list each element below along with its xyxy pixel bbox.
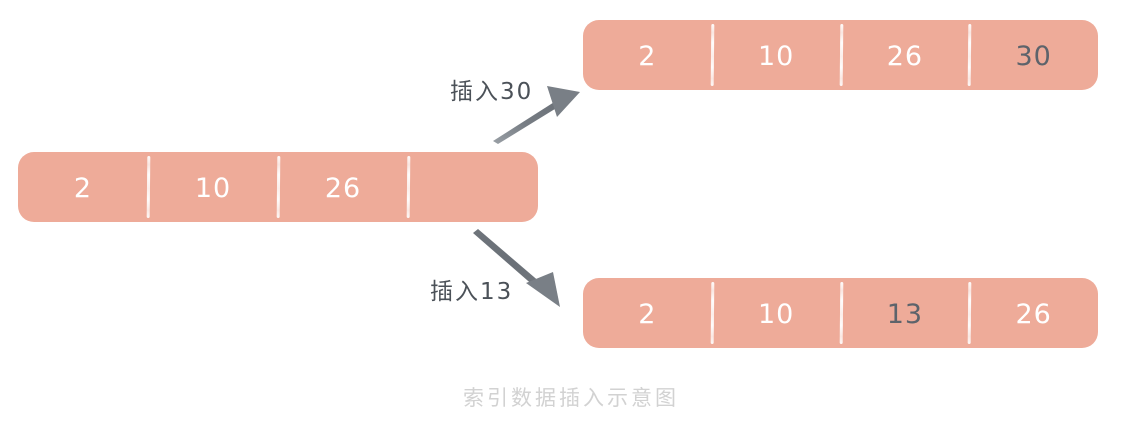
array-cell: 2 [583,20,712,90]
array-cell-value: 10 [757,298,795,330]
array-cell-value: 2 [73,172,93,204]
array-cell: 26 [278,152,408,222]
array-cell: 10 [712,278,841,348]
array-cell: 2 [583,278,712,348]
array-insert-30: 2 10 26 30 [583,20,1098,90]
arrow-label-insert-13: 插入13 [430,279,514,305]
array-cell: 26 [969,278,1098,348]
array-cell-value: 26 [324,172,362,204]
array-cell-value: 2 [638,40,657,72]
array-cell: 2 [18,152,148,222]
array-cell [408,152,538,222]
array-source: 2 10 26 [18,152,538,222]
array-cell: 10 [148,152,278,222]
array-cell: 13 [841,278,970,348]
array-cell: 10 [712,20,841,90]
array-cell-value: 26 [1015,298,1052,330]
diagram-caption: 索引数据插入示意图 [463,386,679,410]
array-cell-value: 10 [757,40,795,72]
array-cell-value: 26 [886,40,924,72]
array-cell: 30 [969,20,1098,90]
arrow-label-insert-30: 插入30 [450,79,534,105]
array-cell: 26 [841,20,970,90]
array-cell-value: 30 [1015,40,1052,72]
array-cell-value: 10 [194,172,232,204]
array-insert-13: 2 10 13 26 [583,278,1098,348]
array-cell-value: 13 [886,298,924,330]
array-cell-value: 2 [638,298,657,330]
